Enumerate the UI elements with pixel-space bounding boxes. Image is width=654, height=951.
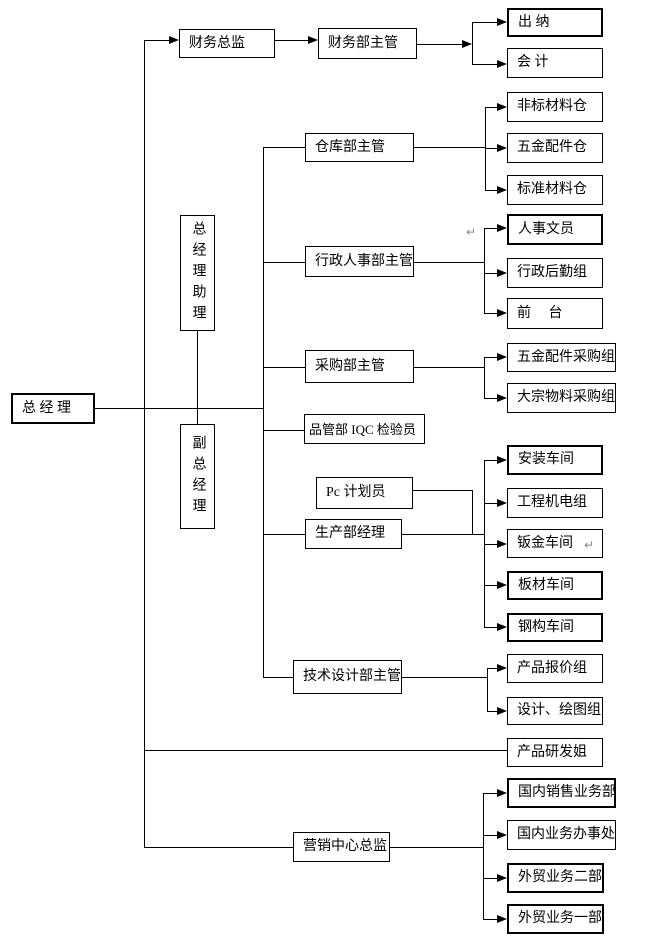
arrowhead bbox=[497, 707, 507, 715]
iqc-inspector-box: 品管部 IQC 检验员 bbox=[304, 414, 425, 444]
admin-logistics-group-box: 行政后勤组 bbox=[507, 258, 603, 288]
cashier-box: 出 纳 bbox=[507, 8, 603, 37]
design-drafting-group-box: 设计、绘图组 bbox=[507, 697, 603, 725]
purchasing-supervisor-box: 采购部主管 bbox=[305, 350, 414, 383]
foreign-trade-dept-2-box: 外贸业务二部 bbox=[507, 863, 604, 893]
domestic-sales-dept-box: 国内销售业务部 bbox=[507, 778, 616, 808]
arrowhead bbox=[497, 394, 507, 402]
general-manager-box: 总 经 理 bbox=[11, 393, 95, 424]
hr-clerk-box: 人事文员 bbox=[507, 214, 603, 245]
finance-dept-supervisor-box: 财务部主管 bbox=[318, 28, 417, 59]
foreign-trade-dept-1-box: 外贸业务一部 bbox=[507, 904, 604, 934]
arrowhead bbox=[497, 540, 507, 548]
arrowhead bbox=[497, 831, 507, 839]
arrowhead bbox=[497, 269, 507, 277]
gm-assistant-box: 总经理助理 bbox=[180, 215, 215, 331]
finance-director-box: 财务总监 bbox=[179, 29, 275, 58]
arrowhead bbox=[497, 103, 507, 111]
deputy-gm-box: 副总经理 bbox=[180, 424, 215, 529]
product-quotation-group-box: 产品报价组 bbox=[507, 654, 603, 683]
paragraph-mark-artifact: ↵ bbox=[584, 538, 595, 552]
marketing-center-director-box: 营销中心总监 bbox=[293, 832, 390, 862]
arrowhead bbox=[462, 40, 472, 48]
arrowhead bbox=[497, 874, 507, 882]
arrowhead bbox=[497, 186, 507, 194]
arrowhead bbox=[497, 623, 507, 631]
domestic-business-office-box: 国内业务办事处 bbox=[507, 820, 616, 850]
hardware-purchasing-group-box: 五金配件采购组 bbox=[507, 343, 616, 372]
arrowhead bbox=[497, 309, 507, 317]
arrowhead bbox=[497, 581, 507, 589]
arrowhead bbox=[497, 144, 507, 152]
accountant-box: 会 计 bbox=[507, 48, 603, 78]
assembly-workshop-box: 安装车间 bbox=[507, 445, 603, 475]
hardware-parts-warehouse-box: 五金配件仓 bbox=[507, 133, 603, 163]
technical-design-supervisor-box: 技术设计部主管 bbox=[293, 660, 402, 694]
warehouse-supervisor-box: 仓库部主管 bbox=[305, 133, 414, 162]
arrowhead bbox=[497, 456, 507, 464]
production-manager-box: 生产部经理 bbox=[305, 519, 402, 549]
arrowhead bbox=[497, 18, 507, 26]
sheet-metal-workshop-box: 钣金车间 bbox=[507, 529, 603, 558]
arrowhead bbox=[497, 224, 507, 232]
arrowhead bbox=[497, 499, 507, 507]
admin-hr-supervisor-box: 行政人事部主管 bbox=[305, 246, 414, 277]
arrowhead bbox=[497, 353, 507, 361]
arrowhead bbox=[497, 789, 507, 797]
nonstandard-materials-warehouse-box: 非标材料仓 bbox=[507, 92, 603, 122]
steel-structure-workshop-box: 钢构车间 bbox=[507, 613, 603, 642]
panel-workshop-box: 板材车间 bbox=[507, 571, 603, 600]
arrowhead bbox=[308, 36, 318, 44]
arrowhead bbox=[169, 36, 179, 44]
arrowhead bbox=[497, 664, 507, 672]
arrowhead bbox=[497, 915, 507, 923]
pc-planner-box: Pc 计划员 bbox=[316, 477, 413, 509]
arrowhead bbox=[497, 60, 507, 68]
front-desk-box: 前 台 bbox=[507, 298, 603, 329]
bulk-materials-purchasing-group-box: 大宗物料采购组 bbox=[507, 383, 616, 413]
paragraph-mark-artifact: ↵ bbox=[466, 225, 477, 239]
product-rnd-group-box: 产品研发姐 bbox=[507, 738, 603, 767]
engineering-electromechanical-group-box: 工程机电组 bbox=[507, 488, 603, 518]
standard-materials-warehouse-box: 标准材料仓 bbox=[507, 175, 603, 205]
